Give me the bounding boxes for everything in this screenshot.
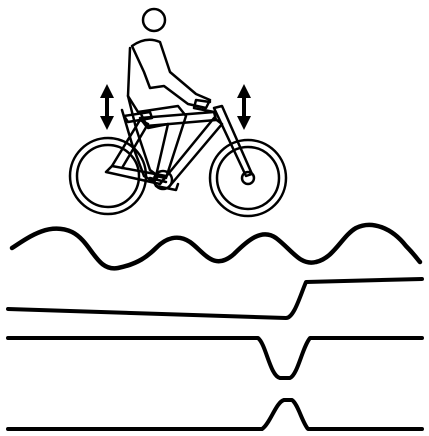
bicycle-rider-icon	[70, 9, 286, 216]
dip-trace	[8, 338, 422, 378]
up-down-arrow-icon	[100, 84, 114, 130]
up-down-arrow-icon	[237, 84, 251, 130]
terrain-wave-trace	[12, 225, 420, 268]
front-wheel	[210, 140, 286, 216]
step-up-trace	[8, 279, 422, 318]
bump-trace	[8, 400, 422, 429]
rider-figure	[122, 9, 210, 182]
